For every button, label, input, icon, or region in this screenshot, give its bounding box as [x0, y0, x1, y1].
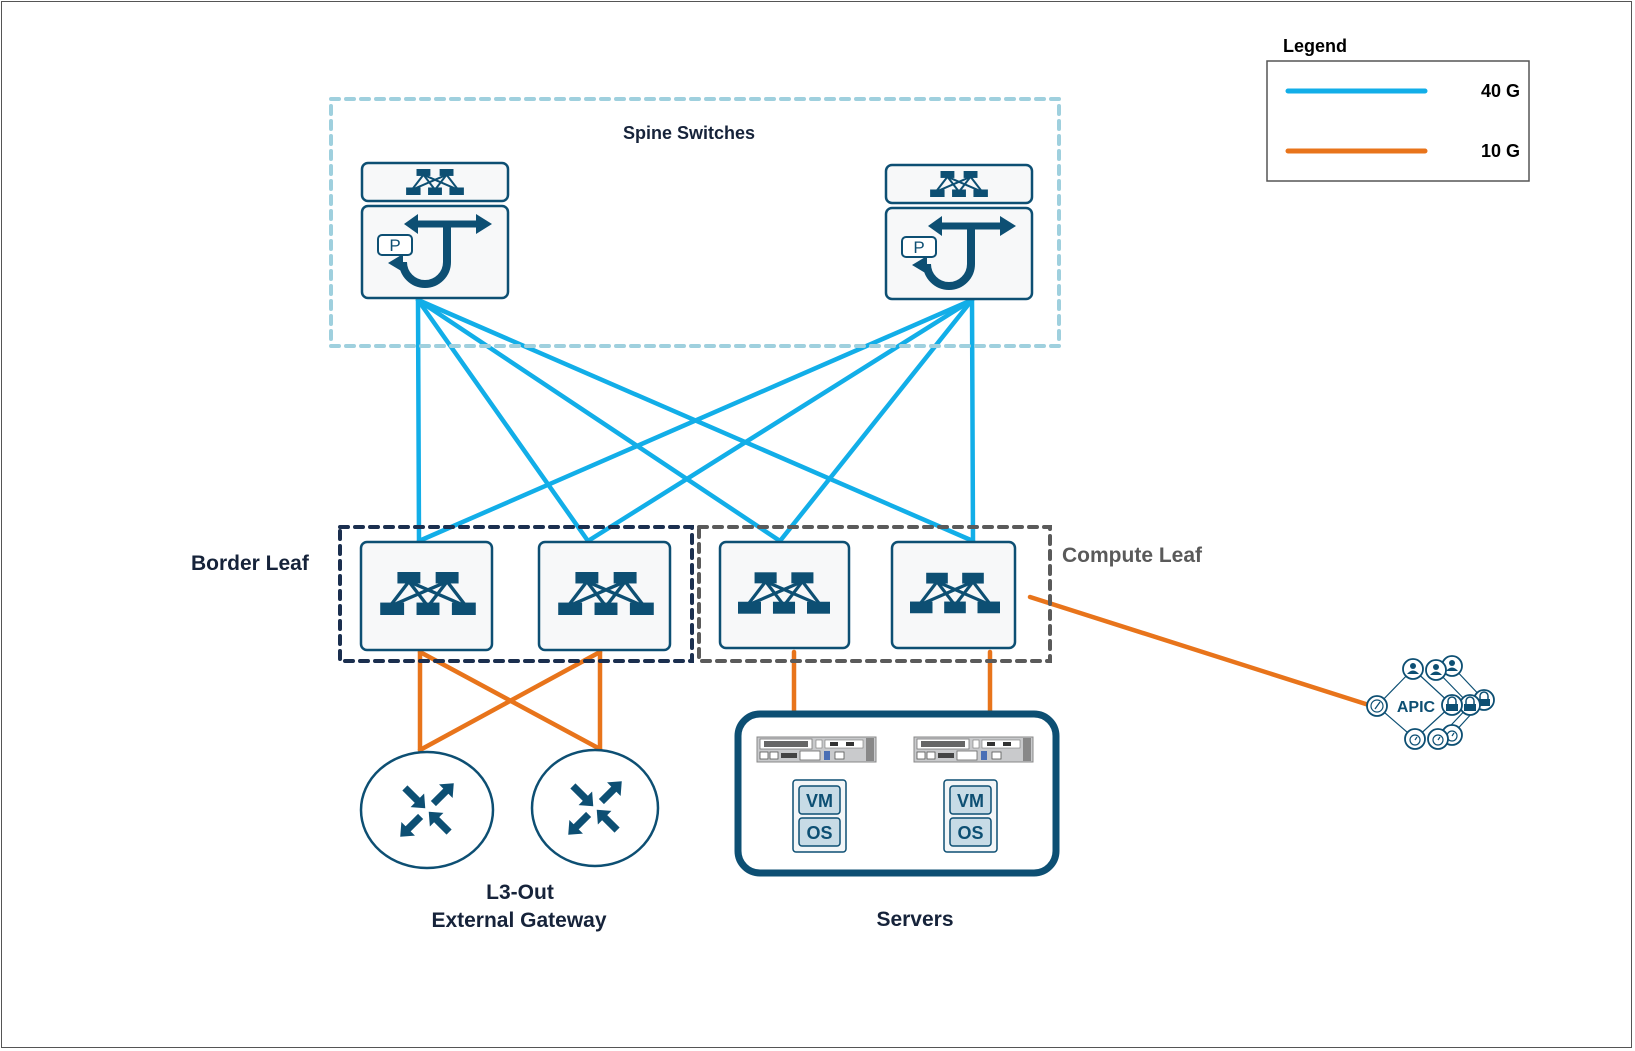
- legend-label-10g: 10 G: [1481, 141, 1520, 161]
- lock-icon: [1441, 694, 1463, 716]
- server-2[interactable]: VM OS: [913, 736, 1034, 853]
- legend-title: Legend: [1283, 36, 1347, 56]
- spine-switches-label: Spine Switches: [623, 123, 755, 143]
- server-1[interactable]: VM OS: [756, 736, 877, 853]
- server-chassis-icon: [913, 736, 1034, 763]
- spine-p-badge: P: [389, 236, 400, 255]
- link-spine1-compute1: [415, 297, 783, 544]
- link-spine2-border1: [416, 297, 975, 544]
- vm-label: VM: [957, 791, 984, 811]
- compute-leaf-switch-1[interactable]: [718, 540, 851, 650]
- link-spine1-border1: [415, 297, 422, 544]
- router-2[interactable]: [530, 748, 660, 868]
- border-leaf-label: Border Leaf: [191, 552, 310, 575]
- apic-label: APIC: [1397, 699, 1436, 716]
- link-border2-router1: [417, 649, 603, 753]
- vm-os-stack: VM OS: [943, 779, 998, 853]
- vm-os-stack: VM OS: [792, 779, 847, 853]
- links-10g: [417, 594, 1375, 753]
- link-spine2-compute1: [777, 297, 975, 544]
- gauge-icon: [1366, 695, 1388, 717]
- lock-icon: [1459, 694, 1481, 716]
- border-leaf-group-box: [338, 525, 694, 663]
- vm-label: VM: [806, 791, 833, 811]
- servers-label: Servers: [876, 908, 953, 931]
- border-leaf-switch-1[interactable]: [359, 540, 494, 652]
- links-40g: [415, 297, 976, 544]
- legend-box: [1266, 60, 1530, 182]
- router-1[interactable]: [359, 750, 495, 870]
- compute-leaf-label: Compute Leaf: [1062, 544, 1203, 567]
- compute-leaf-group-box: [697, 525, 1052, 663]
- os-label: OS: [957, 823, 983, 843]
- user-icon: [1402, 658, 1424, 680]
- border-leaf-switch-2[interactable]: [537, 540, 672, 652]
- compute-leaf-switch-2[interactable]: [890, 540, 1017, 650]
- spine-routing-icon: P: [377, 214, 492, 288]
- legend: Legend 40 G 10 G: [1266, 36, 1530, 182]
- user-icon: [1441, 655, 1463, 677]
- spine-switch-1[interactable]: P: [360, 161, 510, 300]
- link-spine2-compute2: [969, 297, 976, 544]
- link-spine1-border2: [415, 297, 591, 544]
- user-icon: [1425, 659, 1447, 681]
- spine-group-box: [329, 97, 1061, 348]
- server-chassis-icon: [756, 736, 877, 763]
- spine-p-badge: P: [913, 238, 924, 257]
- apic-controller[interactable]: APIC: [1366, 655, 1495, 750]
- stopwatch-icon: [1404, 728, 1426, 750]
- legend-label-40g: 40 G: [1481, 81, 1520, 101]
- l3out-label: L3-Out: [486, 881, 554, 904]
- spine-switch-2[interactable]: P: [884, 163, 1034, 301]
- os-label: OS: [806, 823, 832, 843]
- spine-routing-icon: P: [901, 216, 1016, 290]
- external-gateway-label: External Gateway: [431, 909, 606, 932]
- stopwatch-icon: [1427, 728, 1449, 750]
- link-compute2-apic: [1027, 594, 1375, 709]
- link-spine2-border2: [585, 297, 975, 544]
